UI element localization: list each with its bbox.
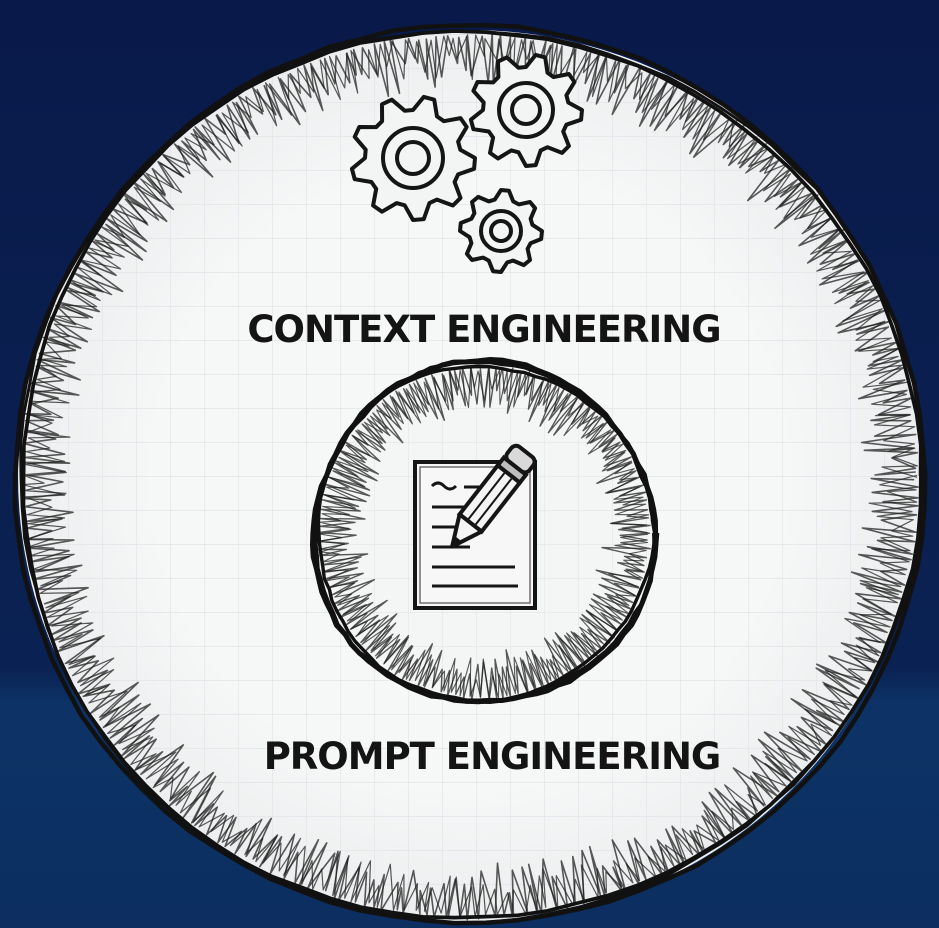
- prompt-engineering-label: PROMPT ENGINEERING: [264, 735, 721, 778]
- context-engineering-label: CONTEXT ENGINEERING: [247, 308, 720, 351]
- document-pencil-icon: [413, 443, 537, 610]
- pencil-icon: [450, 443, 537, 549]
- inner-circle-outline: [310, 357, 660, 705]
- outer-circle-outline: [12, 22, 928, 926]
- gears-icon: [349, 52, 584, 274]
